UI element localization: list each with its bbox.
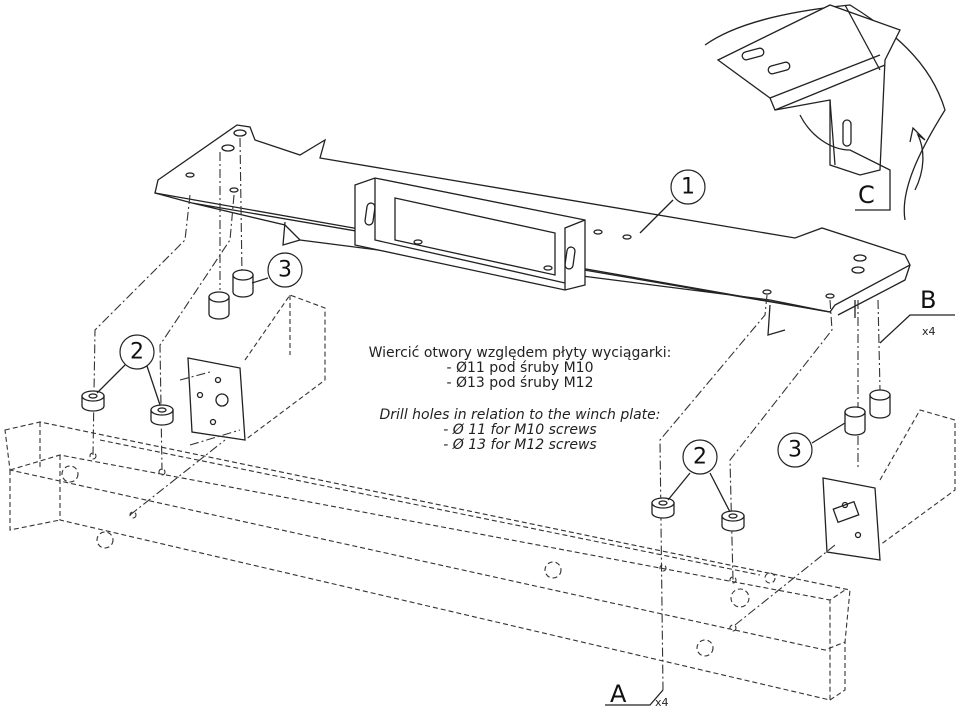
svg-text:2: 2 xyxy=(693,445,707,470)
view-label-a: A x4 xyxy=(610,680,669,709)
svg-text:B: B xyxy=(920,286,936,314)
svg-text:1: 1 xyxy=(681,175,695,200)
spacer xyxy=(81,390,105,412)
note-pl-line1: - Ø11 pod śruby M10 xyxy=(446,360,594,376)
bushing xyxy=(232,269,254,298)
note-en-line2: - Ø 13 for M12 screws xyxy=(443,437,597,453)
note-pl-line2: - Ø13 pod śruby M12 xyxy=(446,375,594,391)
svg-text:3: 3 xyxy=(788,438,802,463)
balloon-2-left: 2 xyxy=(119,334,155,370)
detail-c-inset: C xyxy=(704,4,946,221)
note-en-line1: - Ø 11 for M10 screws xyxy=(443,422,597,438)
bushing xyxy=(844,406,866,436)
note-en-title: Drill holes in relation to the winch pla… xyxy=(379,407,661,423)
balloon-2-right: 2 xyxy=(682,439,718,475)
svg-text:x4: x4 xyxy=(922,325,936,338)
bushing xyxy=(208,291,230,320)
note-pl-title: Wiercić otwory względem płyty wyciągarki… xyxy=(368,345,672,361)
svg-text:x4: x4 xyxy=(655,696,669,709)
spacers xyxy=(81,269,891,532)
frame-rail-left xyxy=(244,294,326,441)
drilling-note-en: Drill holes in relation to the winch pla… xyxy=(330,408,710,453)
bracket-plate-left xyxy=(129,357,246,516)
balloon-3-right: 3 xyxy=(777,432,813,468)
svg-text:3: 3 xyxy=(278,258,292,283)
svg-text:2: 2 xyxy=(130,340,144,365)
bracket-plate-right xyxy=(734,477,881,626)
svg-text:C: C xyxy=(858,181,875,209)
frame-rail-right xyxy=(879,409,956,546)
balloon-1: 1 xyxy=(670,169,706,205)
balloon-3-left: 3 xyxy=(267,252,303,288)
svg-text:A: A xyxy=(610,680,627,708)
leader-lines xyxy=(96,199,955,706)
spacer xyxy=(721,510,745,532)
drilling-note-pl: Wiercić otwory względem płyty wyciągarki… xyxy=(330,346,710,391)
bushing xyxy=(869,389,891,419)
view-label-b: B x4 xyxy=(920,286,936,338)
spacer xyxy=(651,497,675,519)
winch-plate xyxy=(154,124,911,336)
spacer xyxy=(150,404,174,426)
bumper-beam xyxy=(4,421,851,701)
